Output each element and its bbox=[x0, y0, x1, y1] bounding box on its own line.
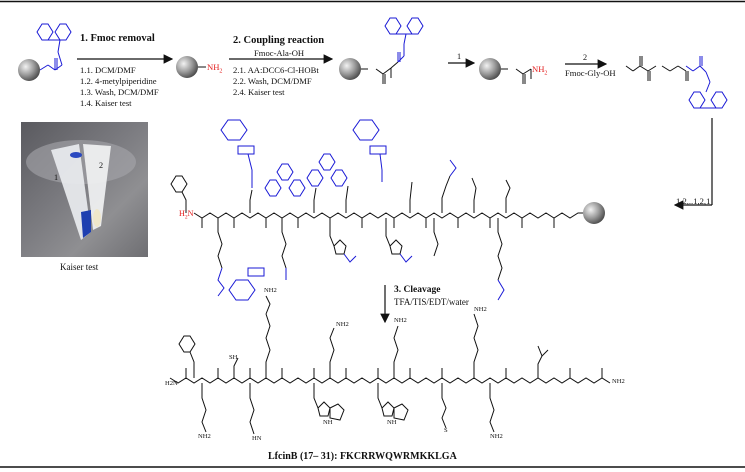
resin-bead-3 bbox=[339, 58, 361, 80]
fmoc-ala-resin bbox=[361, 61, 399, 84]
free-amine-label: NH2 bbox=[207, 62, 223, 75]
product-nh2-label-4: NH2 bbox=[474, 306, 487, 313]
resin-bead-2 bbox=[176, 56, 198, 78]
ala-free-amine-label: NH2 bbox=[532, 64, 548, 77]
n-terminus-label: H2N bbox=[179, 209, 194, 221]
product-hn-label: HN bbox=[252, 435, 262, 442]
tube-label-1: 1 bbox=[54, 173, 59, 182]
product-s-label: S bbox=[444, 427, 448, 434]
kaiser-test-caption: Kaiser test bbox=[60, 262, 99, 272]
product-c-terminal-nh2: NH2 bbox=[612, 378, 625, 385]
cleavage-title: 3. Cleavage bbox=[394, 285, 441, 295]
product-h2n-label: H2N bbox=[165, 380, 178, 387]
kaiser-test-photo bbox=[21, 122, 148, 257]
resin-bead-1 bbox=[18, 59, 40, 81]
coupling-substep-1: 2.1. AA:DCC6-Cl-HOBt bbox=[233, 65, 319, 75]
product-trp-nh-2: NH bbox=[387, 419, 397, 426]
repeat-removal-label: 1 bbox=[457, 52, 462, 61]
gly-coupling-step-label: 2 bbox=[583, 53, 588, 62]
fmoc-gly-ala-peptide bbox=[625, 56, 689, 81]
protected-peptide-backbone bbox=[170, 175, 583, 281]
cycles-label: 1,2,..1,2,1 bbox=[676, 196, 711, 206]
ala-resin bbox=[501, 68, 532, 84]
product-nh2-label-2: NH2 bbox=[336, 321, 349, 328]
tube-label-2: 2 bbox=[99, 161, 104, 170]
product-nh2-label-5: NH2 bbox=[198, 433, 211, 440]
fmoc-removal-substep-4: 1.4. Kaiser test bbox=[80, 98, 132, 108]
lfcinb-peptide bbox=[169, 295, 611, 435]
resin-bead-5 bbox=[583, 202, 605, 224]
fmoc-removal-substep-2: 1.2. 4-metylpiperidine bbox=[80, 76, 157, 86]
kaiser-tubes bbox=[26, 140, 136, 240]
fmoc-group-1 bbox=[36, 23, 72, 71]
product-trp-nh-1: NH bbox=[323, 419, 333, 426]
coupling-reagent: Fmoc-Ala-OH bbox=[254, 48, 305, 58]
product-sh-label: SH bbox=[229, 354, 238, 361]
fmoc-removal-title: 1. Fmoc removal bbox=[80, 33, 155, 44]
product-nh2-label-6: NH2 bbox=[490, 433, 503, 440]
product-name: LfcinB (17– 31): FKCRRWQWRMKKLGA bbox=[268, 451, 457, 462]
coupling-title: 2. Coupling reaction bbox=[233, 35, 325, 46]
product-nh2-label-3: NH2 bbox=[394, 317, 407, 324]
fmoc-group-3 bbox=[685, 56, 728, 109]
fmoc-removal-substep-3: 1.3. Wash, DCM/DMF bbox=[80, 87, 159, 97]
fmoc-removal-substep-1: 1.1. DCM/DMF bbox=[80, 65, 136, 75]
product-nh2-label-1: NH2 bbox=[264, 287, 277, 294]
resin-bead-4 bbox=[479, 58, 501, 80]
coupling-substep-2: 2.2. Wash, DCM/DMF bbox=[233, 76, 312, 86]
fmoc-group-2 bbox=[384, 17, 424, 63]
coupling-substep-3: 2.4. Kaiser test bbox=[233, 87, 285, 97]
protecting-groups bbox=[217, 119, 505, 301]
cleavage-reagent: TFA/TIS/EDT/water bbox=[394, 297, 469, 307]
gly-coupling-reagent: Fmoc-Gly-OH bbox=[565, 68, 616, 78]
